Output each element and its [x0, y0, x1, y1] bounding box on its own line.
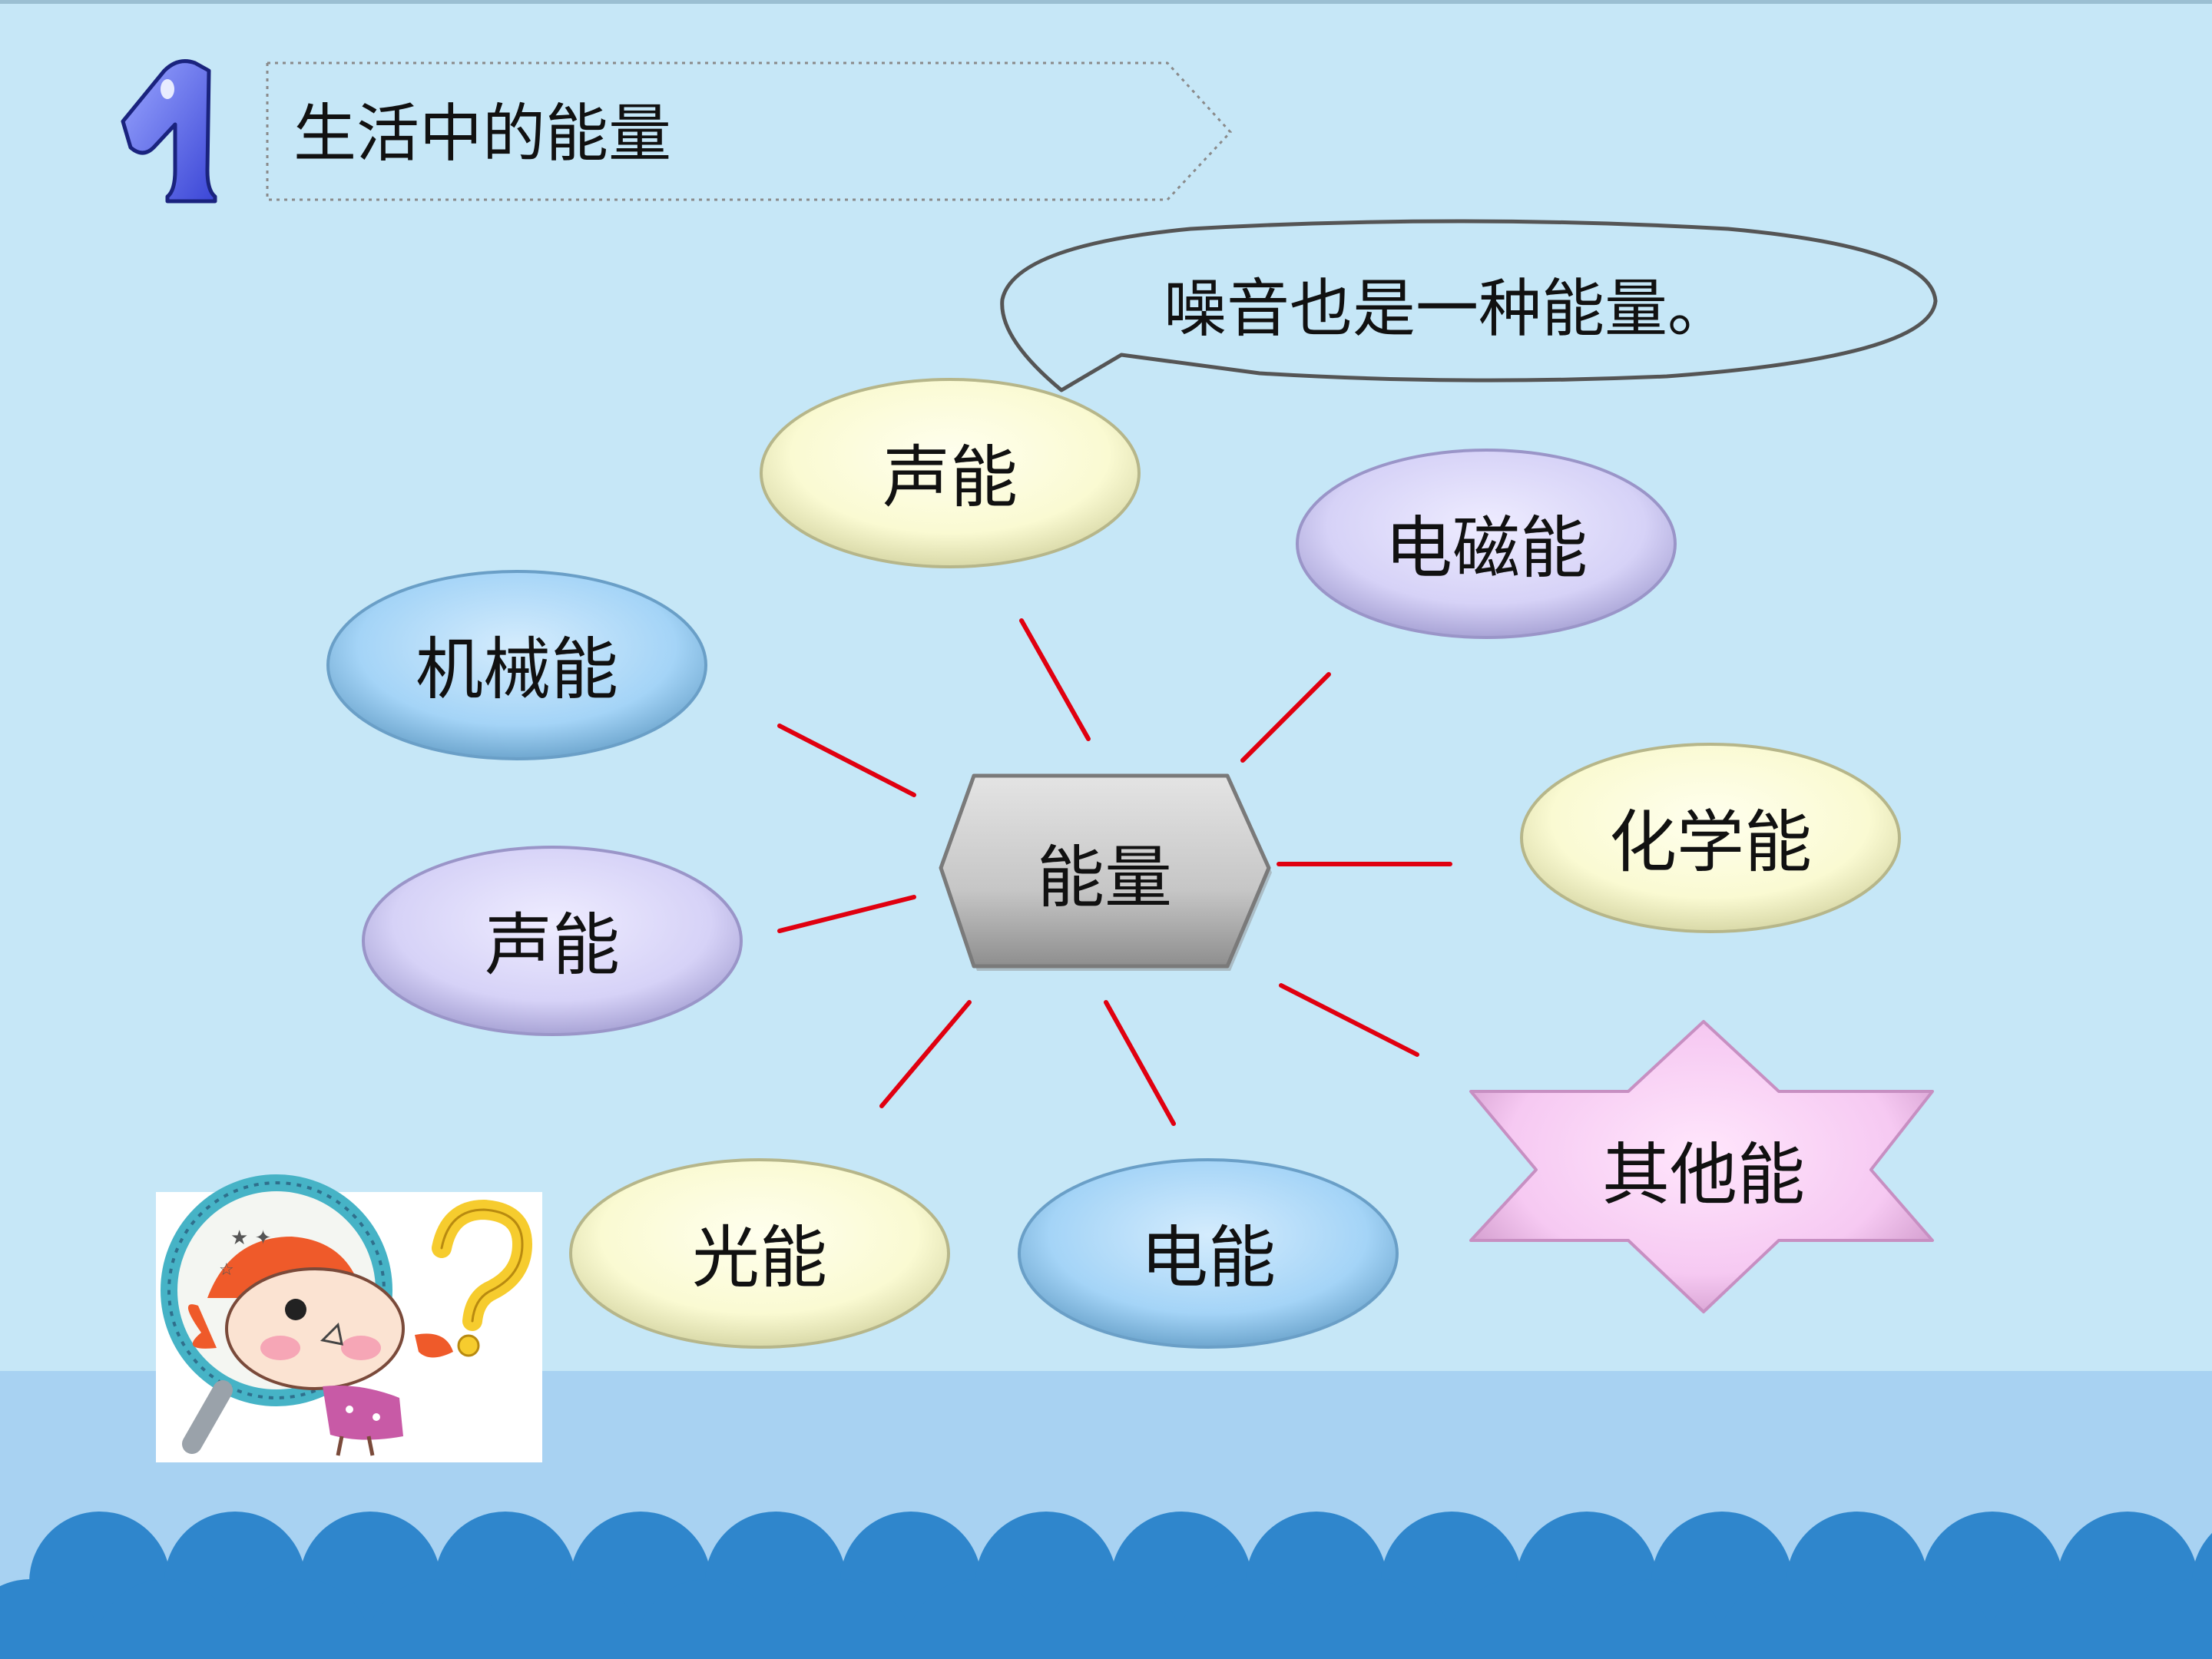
node-light: 光能: [569, 1158, 950, 1349]
node-mechanical-label: 机械能: [416, 630, 618, 709]
node-sound-left: 声能: [362, 846, 743, 1036]
connector-light: [879, 1000, 972, 1108]
page-title: 生活中的能量: [293, 98, 671, 171]
speech-bubble: [1000, 219, 1938, 392]
speech-bubble-text: 噪音也是一种能量。: [1164, 273, 1730, 346]
connector-other: [1279, 983, 1419, 1057]
top-border: [0, 0, 2212, 4]
node-other: 其他能: [1469, 1020, 1934, 1313]
section-number-icon: [121, 59, 217, 204]
wave-row-front: [0, 1579, 2212, 1659]
connectors: [777, 618, 1452, 1126]
node-light-label: 光能: [692, 1218, 827, 1297]
connector-mechanical: [777, 724, 916, 797]
node-electromagnetic-label: 电磁能: [1385, 508, 1588, 588]
node-electromagnetic: 电磁能: [1296, 449, 1677, 639]
node-electric-label: 电能: [1141, 1218, 1276, 1297]
svg-text:☆: ☆: [219, 1260, 234, 1280]
center-node: 能量: [939, 773, 1272, 971]
node-chemical-label: 化学能: [1609, 803, 1812, 882]
node-sound-top: 声能: [760, 378, 1141, 568]
node-sound-top-label: 声能: [882, 438, 1018, 517]
connector-electromagnetic: [1240, 672, 1331, 763]
node-mechanical: 机械能: [326, 570, 707, 760]
node-other-label: 其他能: [1602, 1135, 1805, 1214]
title-banner: [266, 61, 1233, 201]
connector-sound-top: [1019, 618, 1091, 741]
wave-base: [0, 1621, 2212, 1659]
svg-text:★ ✦: ★ ✦: [230, 1227, 271, 1250]
connector-electric: [1104, 1000, 1176, 1126]
node-sound-left-label: 声能: [485, 906, 620, 985]
node-chemical: 化学能: [1520, 743, 1901, 933]
girl-magnifier-illustration: ★ ✦ ☆: [156, 1174, 542, 1462]
center-node-label: 能量: [1037, 838, 1172, 917]
connector-sound-left: [777, 895, 916, 933]
node-electric: 电能: [1018, 1158, 1399, 1349]
